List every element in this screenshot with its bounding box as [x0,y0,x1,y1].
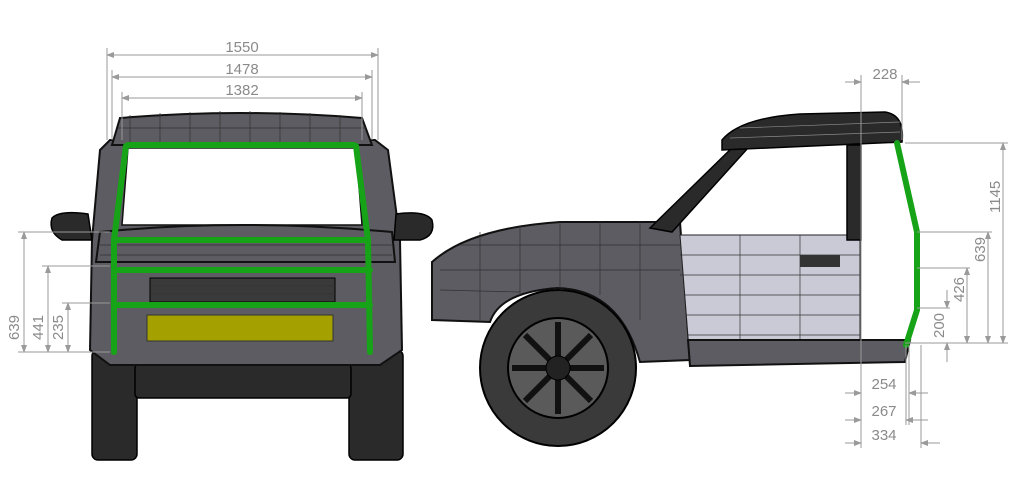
b-pillar [846,144,862,241]
front-dimensions: 1550 1478 1382 639 441 235 [6,39,379,353]
grille [149,277,336,303]
side-sill [686,339,912,368]
hood [94,224,397,263]
dim-bottom-2: 267 [871,403,896,420]
side-roof [721,111,904,151]
side-wheel [479,289,637,447]
right-mirror [393,212,434,241]
license-plate [146,314,334,342]
dim-side-height-3: 426 [951,277,968,302]
side-dimensions: 228 1145 639 426 200 254 267 334 [845,66,1008,448]
dim-height-3: 235 [50,315,67,340]
dim-side-height-1: 1145 [987,181,1004,213]
left-mirror [50,211,93,241]
side-view [431,111,920,447]
dim-top: 228 [872,66,897,83]
a-pillar [648,144,750,233]
front-left-tire [91,349,138,461]
front-view [50,111,434,461]
windshield [121,147,363,226]
dim-bottom-3: 334 [871,427,896,444]
side-roll-cage [894,140,920,348]
dim-bottom-1: 254 [871,376,896,393]
front-roof [110,112,374,146]
dim-side-height-4: 200 [931,313,948,338]
dim-width-2: 1478 [225,61,258,78]
dim-side-height-2: 639 [972,237,989,262]
door-handle [800,255,840,267]
front-right-tire [348,349,404,461]
dim-width-1: 1550 [225,39,258,56]
front-roll-cage [111,142,373,355]
dim-height-1: 639 [6,315,23,340]
dim-height-2: 441 [30,315,47,340]
dim-width-3: 1382 [225,82,258,99]
axle [134,363,352,399]
